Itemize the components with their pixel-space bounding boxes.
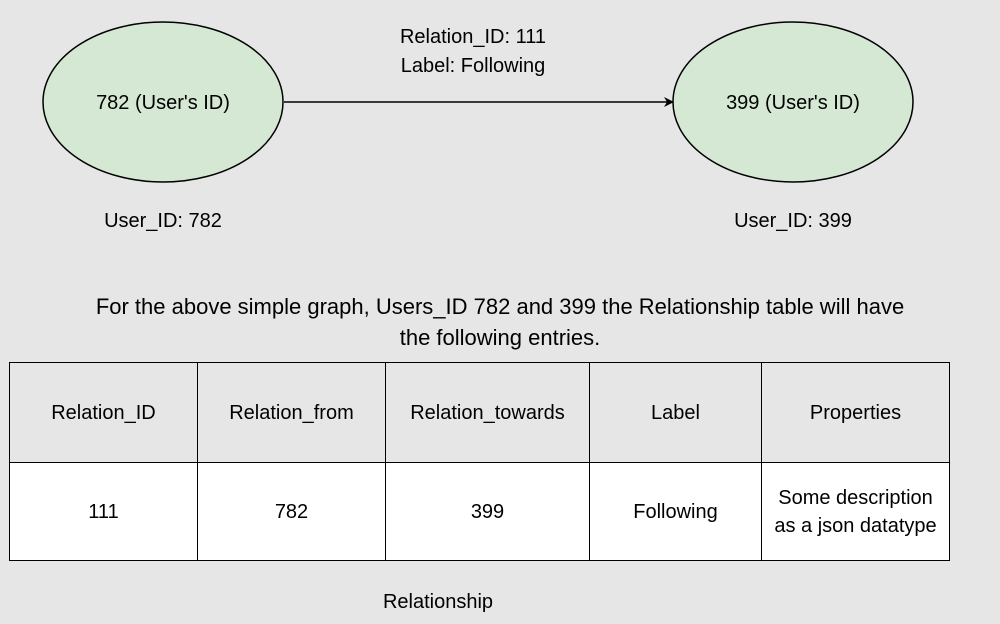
table-caption: Relationship	[382, 591, 494, 613]
header-relation-id: Relation_ID	[9, 362, 198, 463]
cell-relation-towards: 399	[385, 462, 590, 561]
cell-label: Following	[589, 462, 762, 561]
caption-line-1: For the above simple graph, Users_ID 782…	[95, 294, 905, 319]
edge-label-text: Label: Following	[400, 55, 546, 77]
cell-relation-id: 111	[9, 462, 198, 561]
edge-label: Relation_ID: 111 Label: Following	[330, 23, 616, 81]
user-node-left	[42, 21, 284, 183]
caption-line-2: the following entries.	[399, 325, 601, 350]
description-caption: For the above simple graph, Users_ID 782…	[0, 291, 1000, 353]
relationship-table: Relation_ID Relation_from Relation_towar…	[9, 362, 950, 561]
user-right-caption: User_ID: 399	[734, 210, 852, 232]
table-row: 111 782 399 Following Some description a…	[9, 462, 950, 561]
edge-relation-id: Relation_ID: 111	[399, 26, 546, 48]
cell-relation-from: 782	[197, 462, 386, 561]
header-relation-towards: Relation_towards	[385, 362, 590, 463]
table-header-row: Relation_ID Relation_from Relation_towar…	[9, 362, 950, 463]
user-node-right	[672, 21, 914, 183]
user-left-caption: User_ID: 782	[104, 210, 222, 232]
cell-properties: Some description as a json datatype	[761, 462, 950, 561]
header-relation-from: Relation_from	[197, 362, 386, 463]
node-right-label: 399 (User's ID)	[726, 92, 860, 114]
header-properties: Properties	[761, 362, 950, 463]
header-label: Label	[589, 362, 762, 463]
node-left-label: 782 (User's ID)	[96, 92, 230, 114]
